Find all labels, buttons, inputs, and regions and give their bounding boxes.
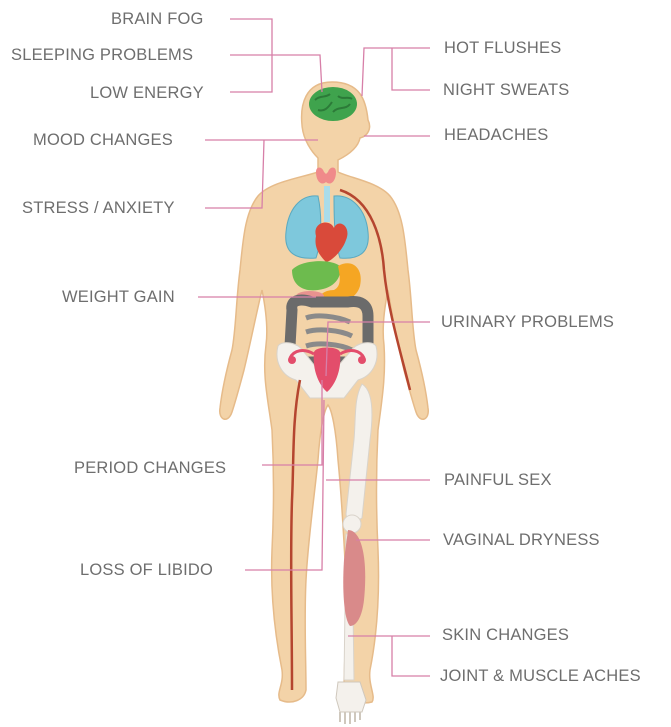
- label-urinary-problems: URINARY PROBLEMS: [441, 312, 614, 332]
- label-headaches: HEADACHES: [444, 125, 549, 145]
- toe-bones-icon: [340, 712, 360, 724]
- label-brain-fog: BRAIN FOG: [111, 9, 204, 29]
- trachea-icon: [324, 186, 330, 222]
- leader-brain-group: [230, 19, 322, 92]
- label-sleeping-problems: SLEEPING PROBLEMS: [11, 45, 193, 65]
- label-night-sweats: NIGHT SWEATS: [443, 80, 569, 100]
- left-ovary-icon: [288, 356, 296, 364]
- label-painful-sex: PAINFUL SEX: [444, 470, 552, 490]
- label-hot-flushes: HOT FLUSHES: [444, 38, 561, 58]
- label-skin-changes: SKIN CHANGES: [442, 625, 569, 645]
- label-vaginal-dryness: VAGINAL DRYNESS: [443, 530, 600, 550]
- leader-hot-flushes: [362, 48, 430, 96]
- label-loss-of-libido: LOSS OF LIBIDO: [80, 560, 213, 580]
- leader-night-sweats: [392, 48, 430, 90]
- label-joint-muscle-aches: JOINT & MUSCLE ACHES: [440, 666, 641, 686]
- foot-bones-icon: [336, 682, 366, 712]
- knee-icon: [343, 515, 361, 533]
- label-mood-changes: MOOD CHANGES: [33, 130, 173, 150]
- leader-joint-muscle: [392, 636, 430, 676]
- label-stress-anxiety: STRESS / ANXIETY: [22, 198, 175, 218]
- label-low-energy: LOW ENERGY: [90, 83, 204, 103]
- label-weight-gain: WEIGHT GAIN: [62, 287, 175, 307]
- right-ovary-icon: [358, 356, 366, 364]
- label-period-changes: PERIOD CHANGES: [74, 458, 226, 478]
